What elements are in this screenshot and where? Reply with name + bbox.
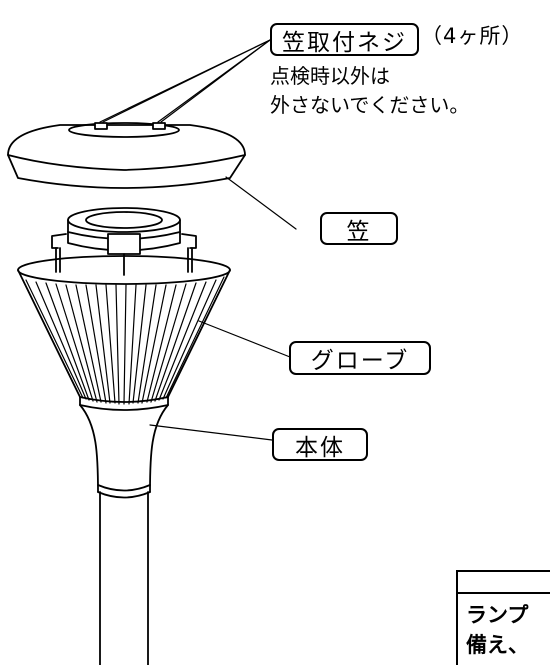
body-label-text: 本体 (295, 434, 345, 461)
notice-divider (458, 592, 550, 594)
notice-text: ランプ 備え、 (466, 600, 529, 660)
notice-box: ランプ 備え、 (456, 570, 550, 665)
notice-line-1: ランプ (466, 603, 529, 627)
shade (7, 122, 246, 189)
mount-screw-label-text: 笠取付ネジ (282, 29, 407, 56)
warning-line-2: 外さないでください。 (270, 93, 470, 117)
globe-label-text: グローブ (310, 348, 410, 374)
warning-line-1: 点検時以外は (270, 64, 390, 88)
body-label: 本体 (272, 428, 368, 461)
leader-lines (99, 39, 297, 441)
shade-label-text: 笠 (346, 218, 372, 245)
lamp-body (79, 404, 169, 499)
globe (17, 255, 231, 405)
lamp-pole (99, 491, 149, 665)
lamp-holder (51, 207, 197, 276)
screw-count-text: （4ヶ所） (421, 24, 524, 48)
globe-label: グローブ (289, 341, 431, 375)
mount-screw-label: 笠取付ネジ (270, 23, 419, 56)
notice-line-2: 備え、 (466, 633, 529, 657)
shade-label: 笠 (320, 212, 398, 245)
